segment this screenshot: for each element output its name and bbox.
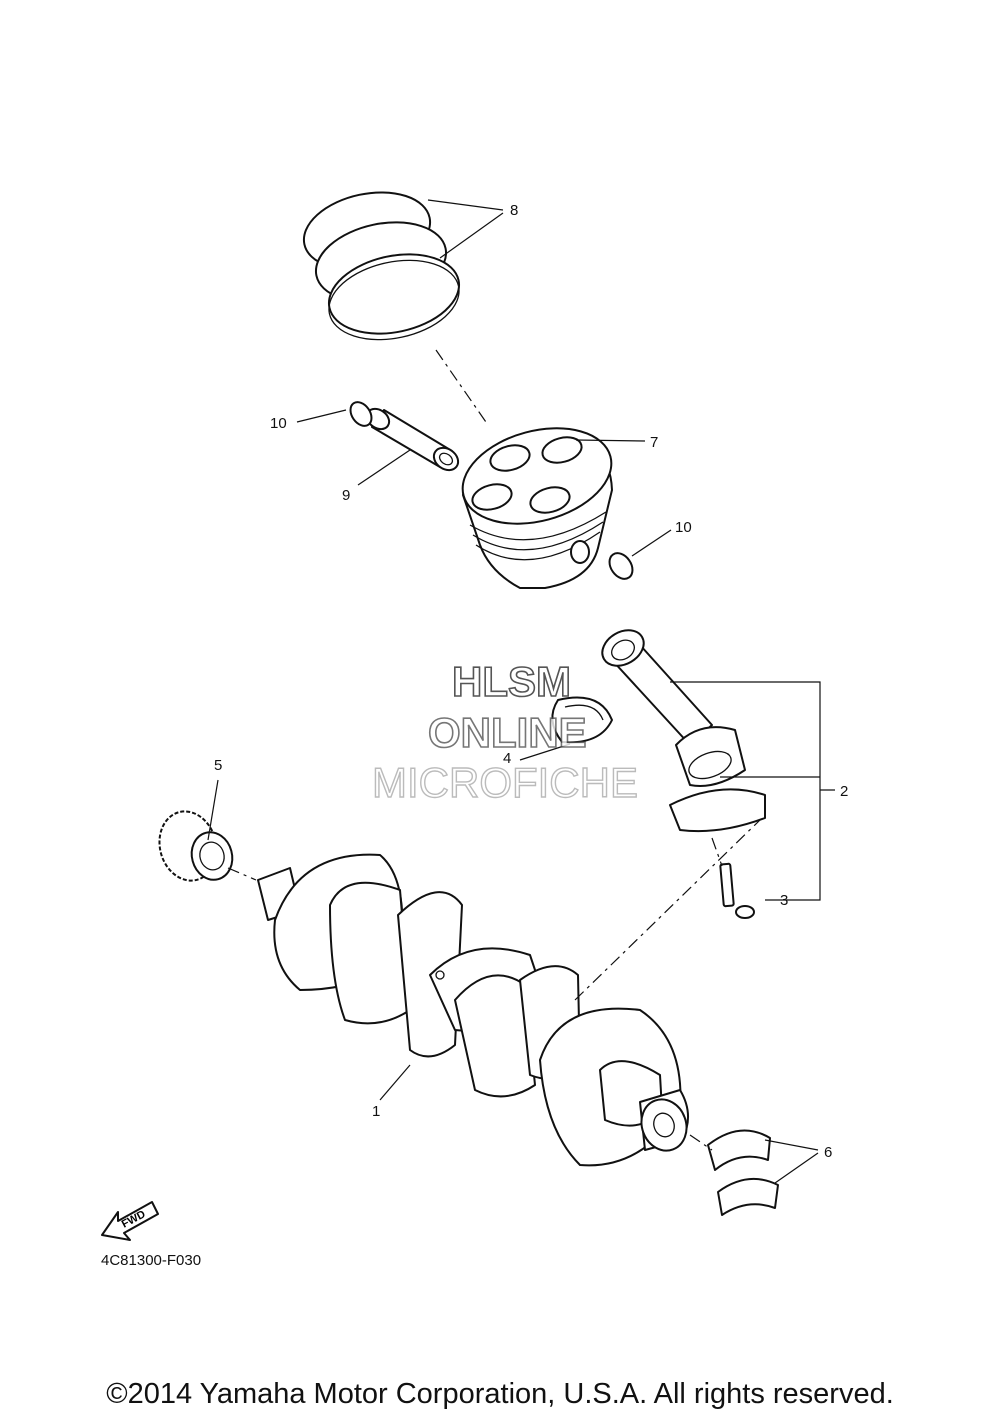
axis-line-gear-shaft	[227, 867, 257, 881]
callout-7: 7	[650, 434, 658, 451]
watermark-line-2: ONLINE	[428, 709, 587, 756]
watermark-line-1: HLSM	[452, 658, 571, 705]
piston-pin	[365, 407, 460, 472]
copyright-notice: ©2014 Yamaha Motor Corporation, U.S.A. A…	[106, 1378, 894, 1410]
callout-10-lower: 10	[675, 519, 692, 536]
circlip-upper	[349, 401, 373, 427]
callout-8: 8	[510, 202, 518, 219]
piston	[461, 427, 613, 589]
circlip-lower	[608, 552, 634, 580]
axis-line-rings-piston	[435, 349, 489, 426]
axis-line-main	[689, 1134, 713, 1151]
callout-2: 2	[840, 783, 848, 800]
crankshaft	[257, 853, 689, 1167]
callout-6: 6	[824, 1144, 832, 1161]
diagram-code: 4C81300-F030	[101, 1252, 202, 1269]
connecting-rod	[601, 629, 766, 833]
fwd-arrow: FWD	[101, 1201, 159, 1241]
callout-5: 5	[214, 757, 222, 774]
callout-4: 4	[503, 750, 511, 767]
rod-bearing	[551, 696, 613, 744]
crankshaft-gear	[158, 810, 234, 882]
main-bearings	[707, 1129, 779, 1216]
callout-10-upper: 10	[270, 415, 287, 432]
watermark: HLSM ONLINE MICROFICHE	[371, 657, 638, 807]
leader-lines	[207, 199, 835, 1184]
rod-bolt	[719, 862, 755, 919]
callout-9: 9	[342, 487, 350, 504]
piston-rings	[302, 191, 461, 341]
axis-line-bolt	[711, 837, 723, 867]
watermark-line-3: MICROFICHE	[372, 759, 638, 806]
callout-3: 3	[780, 892, 788, 909]
axis-line-rod-crank	[574, 819, 761, 1001]
callout-1: 1	[372, 1103, 380, 1120]
